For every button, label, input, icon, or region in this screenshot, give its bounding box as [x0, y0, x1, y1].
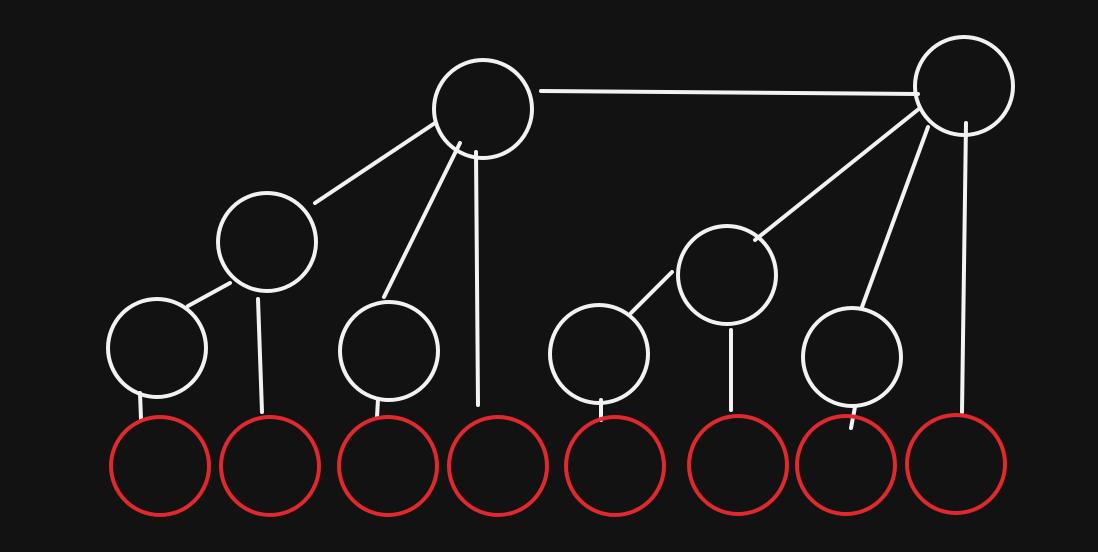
edge-n2-l2: [256, 297, 264, 414]
edge-n1-l4: [474, 150, 480, 407]
leaf-node-l7: [795, 414, 897, 516]
edge-n3-l1: [138, 391, 143, 421]
edge-n1-n3: [382, 141, 462, 299]
leaf-node-l6: [687, 414, 789, 516]
edge-n1-n2: [313, 121, 437, 205]
edge-n5-n8: [860, 125, 930, 309]
leaf-node-l2: [219, 415, 321, 517]
edge-n6-n7: [629, 270, 674, 315]
leaf-node-l5: [564, 415, 666, 517]
leaf-node-l8: [905, 413, 1007, 515]
edge-n2-n3: [186, 281, 232, 308]
edge-n4-l3: [375, 397, 380, 419]
internal-node-n4: [338, 300, 440, 402]
leaf-node-l1: [109, 415, 211, 517]
nodes-layer: [106, 35, 1015, 517]
internal-node-n1: [432, 58, 534, 160]
edge-n5-l8: [960, 121, 968, 414]
internal-node-n3: [106, 297, 208, 399]
edge-n5-n6: [753, 106, 922, 242]
internal-node-n2: [216, 191, 318, 293]
internal-node-n8: [801, 306, 903, 408]
internal-node-n5: [913, 35, 1015, 137]
edges-layer: [138, 89, 968, 430]
internal-node-n6: [676, 224, 778, 326]
leaf-node-l3: [337, 415, 439, 517]
internal-node-n7: [548, 303, 650, 405]
leaf-node-l4: [447, 415, 549, 517]
edge-n1-n4: [539, 89, 920, 96]
